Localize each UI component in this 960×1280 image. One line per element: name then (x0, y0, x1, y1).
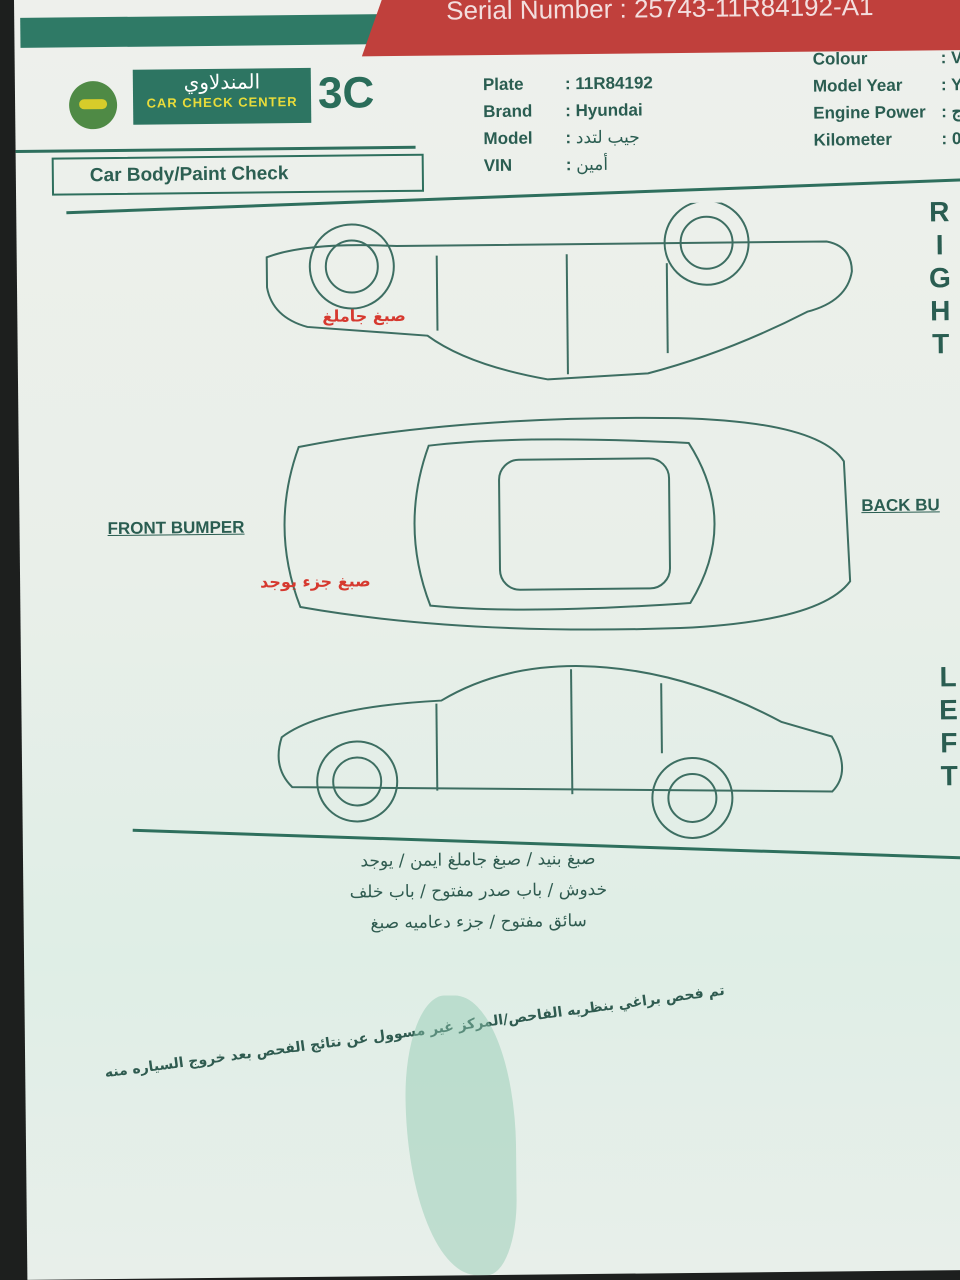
field-kilometer: Kilometer: 0 (813, 129, 960, 150)
inspection-sheet: Serial Number : 25743-11R84192-A1 المندل… (14, 0, 960, 1280)
field-label: Plate (482, 74, 524, 95)
divider (15, 145, 416, 153)
serial-label: Serial Number : (445, 0, 627, 26)
field-value: جيب لتدد (575, 127, 640, 148)
field-value: أمين (576, 154, 609, 175)
note-line: سائق مفتوح / جزء دعاميه صبغ (370, 911, 587, 934)
field-label: Model Year (812, 75, 903, 96)
field-model-year: Model Year: Y (813, 75, 960, 104)
back-bumper-label: BACK BU (861, 495, 940, 516)
field-engine-power: Engine Power: ج (813, 102, 960, 131)
field-value: 11R84192 (575, 73, 653, 94)
field-label: Kilometer (813, 129, 893, 150)
field-vin: VIN: أمين (483, 154, 609, 176)
logo-mark: 3C (317, 68, 375, 118)
field-value: 0 (951, 129, 960, 149)
front-bumper-label: FRONT BUMPER (107, 517, 245, 539)
vehicle-info-right: Colour: V Model Year: Y Engine Power: ج … (813, 48, 960, 158)
field-model: Model: جيب لتدد (483, 127, 640, 149)
section-title-box: Car Body/Paint Check (51, 153, 425, 196)
note-line: صبغ بنيد / صبغ جاملغ ايمن / يوجد (360, 848, 596, 872)
field-value: V (950, 48, 960, 68)
note-line: خدوش / باب صدر مفتوح / باب خلف (349, 879, 608, 903)
car-left-view (277, 665, 843, 839)
field-brand: Brand: Hyundai (483, 100, 643, 122)
field-label: Engine Power (813, 102, 926, 123)
field-value: ج (951, 102, 960, 122)
field-label: Model (483, 128, 533, 149)
vehicle-info-left: Plate: 11R84192 Brand: Hyundai Model: جي… (483, 73, 654, 183)
logo-english: CAR CHECK CENTER (146, 94, 298, 111)
top-bar (20, 13, 401, 48)
serial-value: 25743-11R84192-A1 (633, 0, 874, 24)
damage-annotation-right: صبغ جاملغ (322, 305, 406, 326)
car-right-view (265, 201, 853, 381)
logo: المندلاوي CAR CHECK CENTER (132, 67, 312, 125)
inspection-notes: صبغ بنيد / صبغ جاملغ ايمن / يوجد خدوش / … (313, 843, 644, 939)
field-colour: Colour: V (813, 48, 960, 77)
field-label: Colour (812, 49, 868, 69)
logo-arabic: المندلاوي (183, 69, 261, 95)
field-plate: Plate: 11R84192 (482, 73, 653, 95)
logo-emblem-icon (68, 80, 118, 130)
field-label: VIN (483, 155, 513, 176)
field-value: Hyundai (575, 100, 643, 121)
paper-stain (404, 994, 518, 1276)
damage-annotation-front: صبغ جزء يوجد (260, 571, 371, 592)
section-title: Car Body/Paint Check (89, 163, 289, 187)
field-value: Y (950, 75, 960, 95)
field-label: Brand (483, 101, 533, 122)
serial-number: Serial Number : 25743-11R84192-A1 (446, 0, 874, 26)
car-top-view (283, 416, 852, 631)
